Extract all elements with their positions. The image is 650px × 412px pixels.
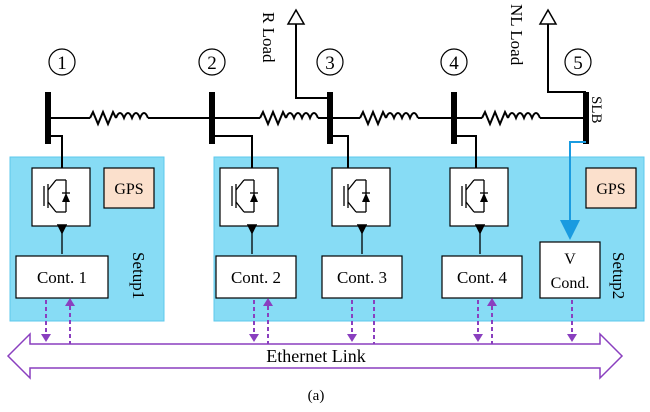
controller-4-label: Cont. 4 [457,268,508,287]
setup2-label: Setup2 [609,252,628,299]
node-2-label: 2 [207,53,217,74]
controller-1: Cont. 1 [15,255,109,299]
ethernet-connectors [41,298,577,344]
node-1-label: 1 [57,53,67,74]
controller-3: Cont. 3 [321,255,403,299]
controller-1-label: Cont. 1 [37,268,87,287]
r-load: R Load [259,8,330,99]
inverter-4 [449,135,509,254]
r-load-label: R Load [259,12,278,63]
feeder-line [48,109,586,127]
r-load-arrow-icon [286,8,306,25]
node-3-label: 3 [325,53,335,74]
figure-caption: (a) [308,388,325,404]
inverter-1 [31,135,91,254]
node-5: 5 [564,48,592,76]
slb-sense-line [560,141,586,240]
gps-2: GPS [585,167,637,209]
vcond-line2: Cond. [551,275,590,292]
controller-2-label: Cont. 2 [231,268,281,287]
node-2: 2 [198,48,226,76]
node-4-label: 4 [449,53,459,74]
gps-1: GPS [103,167,155,209]
ethernet-link: Ethernet Link [6,332,624,380]
nl-load-label: NL Load [507,4,526,66]
setup1-label: Setup1 [129,252,148,299]
voltage-conditioner: V Cond. [539,241,601,299]
nl-load-arrow-icon [538,8,558,25]
inverter-3 [330,135,391,254]
gps-2-label: GPS [596,181,625,198]
controller-2: Cont. 2 [215,255,297,299]
nl-load: NL Load [507,4,586,93]
vcond-line1: V [564,251,576,268]
ethernet-label: Ethernet Link [266,346,365,366]
node-4: 4 [440,48,468,76]
slb-label: SLB [588,96,604,124]
controller-3-label: Cont. 3 [337,268,387,287]
node-3: 3 [316,48,344,76]
node-5-label: 5 [573,53,583,74]
node-1: 1 [48,48,76,76]
inverter-2 [212,135,279,254]
controller-4: Cont. 4 [441,255,523,299]
gps-1-label: GPS [114,181,143,198]
